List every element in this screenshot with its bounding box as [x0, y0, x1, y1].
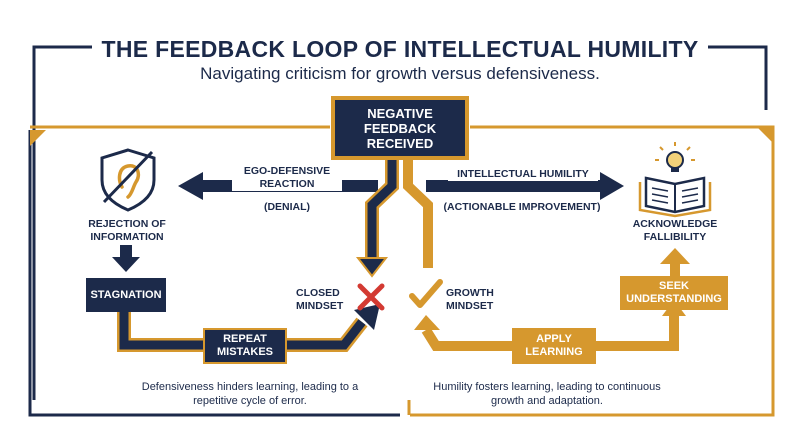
diagram-subtitle: Navigating criticism for growth versus d…: [200, 64, 600, 83]
seek-understanding-box: SEEK UNDERSTANDING: [620, 276, 728, 310]
diagram-title: THE FEEDBACK LOOP OF INTELLECTUAL HUMILI…: [0, 36, 800, 63]
branch-closed: [355, 160, 399, 278]
acknowledge-fallibility-label: ACKNOWLEDGE FALLIBILITY: [632, 218, 718, 243]
growth-mindset-label: GROWTH MINDSET: [446, 287, 494, 312]
frame-corner-left: [30, 130, 46, 146]
ear-shield-icon: [100, 148, 156, 212]
branch-growth: [403, 160, 433, 268]
ego-defensive-label: EGO-DEFENSIVE REACTION: [232, 165, 342, 191]
apply-learning-box: APPLY LEARNING: [512, 328, 596, 364]
frame-navy: [28, 45, 768, 417]
intellectual-humility-arrow: [426, 172, 624, 200]
rejection-of-information-label: REJECTION OF INFORMATION: [88, 218, 166, 243]
frame-corner-right: [757, 127, 773, 143]
red-x-icon: [357, 283, 385, 311]
closed-mindset-label: CLOSED MINDSET: [296, 287, 344, 312]
intellectual-humility-label: INTELLECTUAL HUMILITY: [448, 168, 598, 181]
actionable-improvement-label: (ACTIONABLE IMPROVEMENT): [443, 201, 601, 213]
checkmark-icon: [409, 279, 443, 308]
repeat-mistakes-box: REPEAT MISTAKES: [203, 328, 287, 364]
right-caption: Humility fosters learning, leading to co…: [433, 381, 661, 407]
seek-up-arrow: [660, 248, 690, 276]
left-caption: Defensiveness hinders learning, leading …: [141, 381, 359, 407]
frame-gold: [30, 125, 775, 417]
open-book-lightbulb-icon: [638, 142, 712, 218]
stagnation-box: STAGNATION: [86, 278, 166, 312]
rejection-down-arrow: [112, 245, 140, 272]
negative-feedback-box: NEGATIVE FEEDBACK RECEIVED: [331, 96, 469, 160]
denial-label: (DENIAL): [263, 201, 311, 213]
